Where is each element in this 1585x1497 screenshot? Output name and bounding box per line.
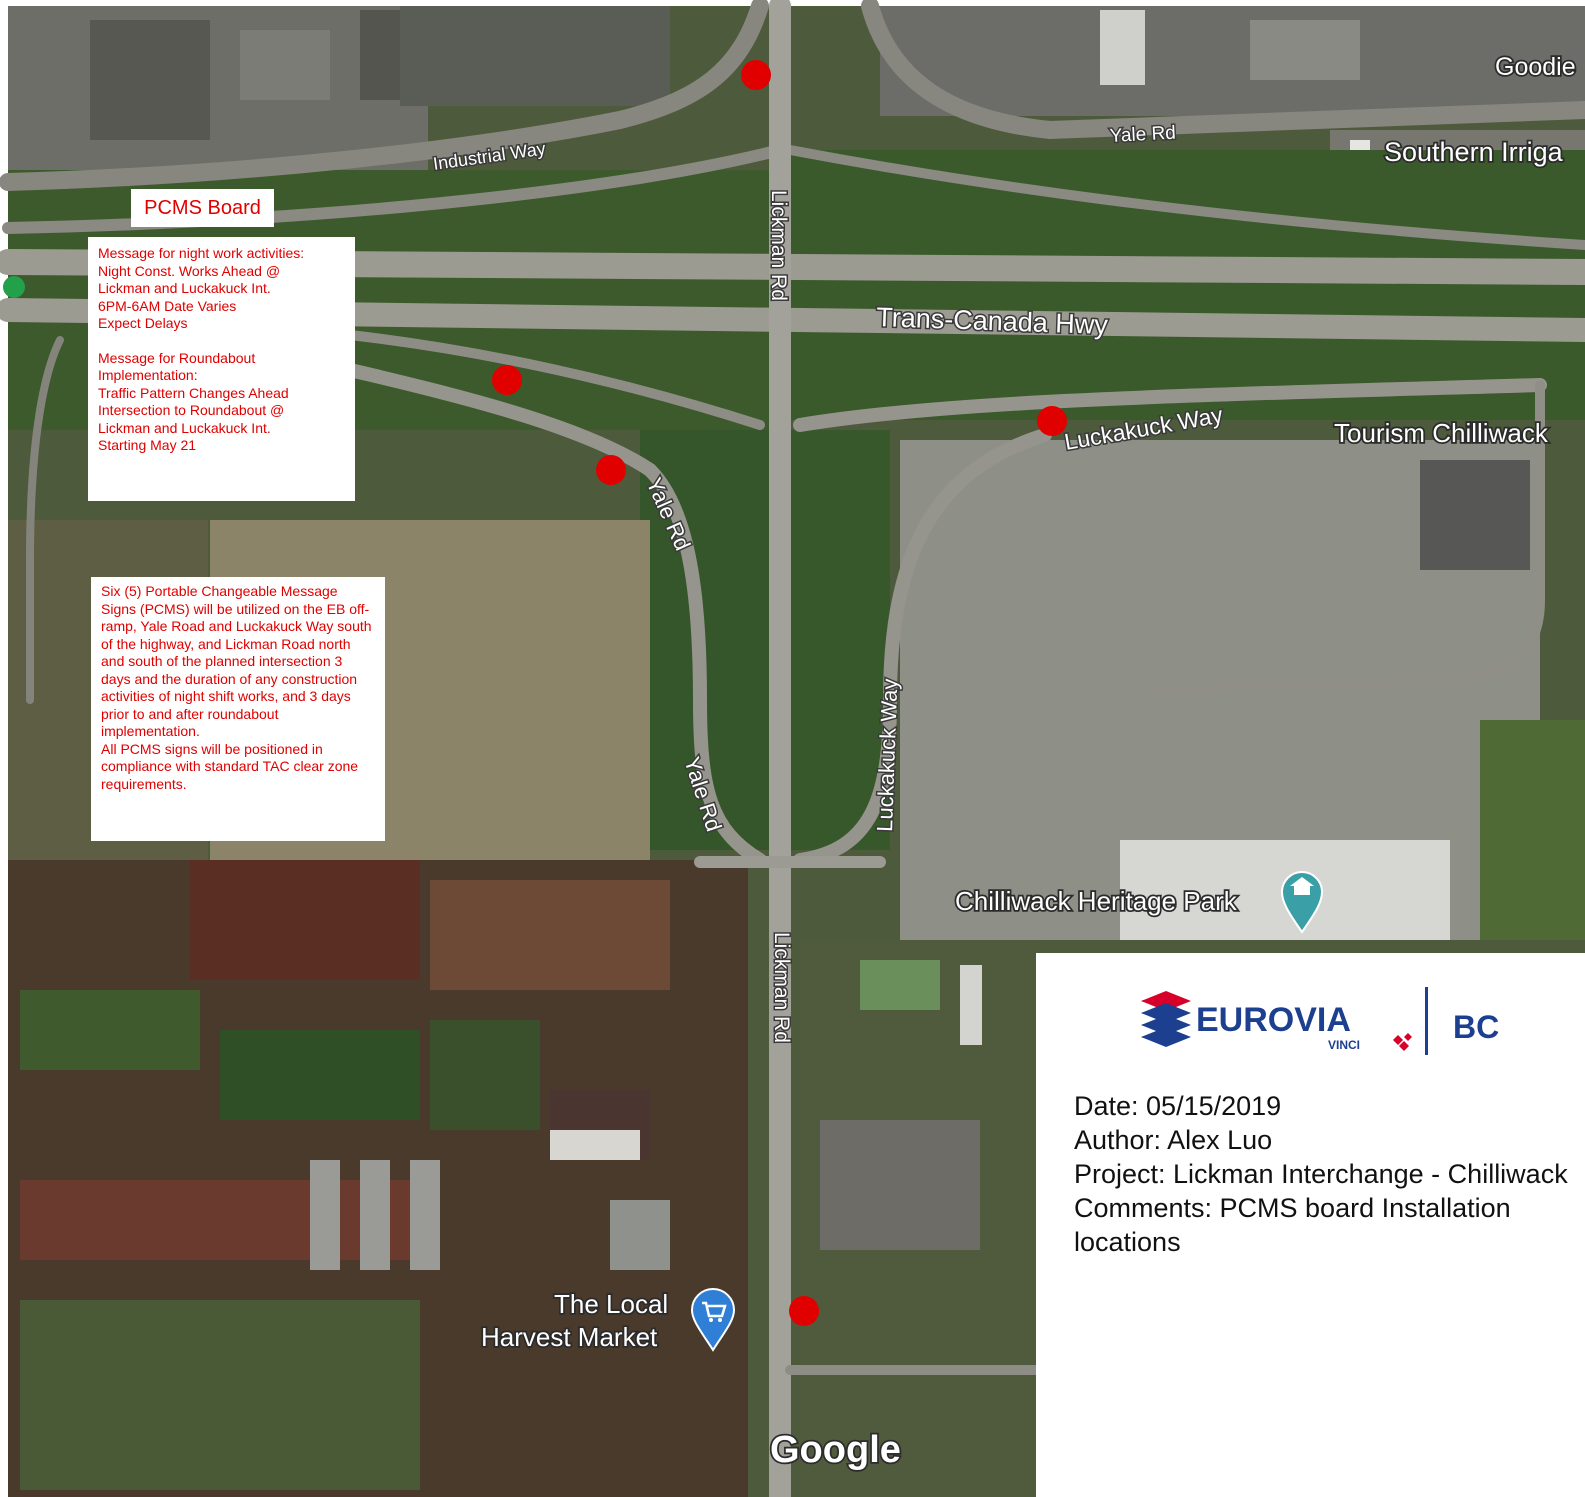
se-lot-paved [820,1120,980,1250]
lot-building [1420,460,1530,570]
pcms-description: Six (5) Portable Changeable Message Sign… [101,583,372,792]
industrial-way [0,0,769,191]
building [240,30,330,100]
roundabout-message: Message for Roundabout Implementation: T… [98,349,289,454]
place-label-local-harvest-line2: Harvest Market [481,1322,658,1352]
google-attribution: Google [770,1429,901,1471]
green-marker-icon [3,276,25,298]
off-ramp [345,330,765,430]
industrial-area-n [400,6,670,106]
eurovia-logo: EUROVIA VINCI BC [1141,987,1499,1055]
night-work-message: Message for night work activities: Night… [98,245,305,331]
pcms-marker[interactable] [492,365,522,395]
pcms-markers [492,60,1067,1326]
farm-row [20,1180,420,1260]
building [90,20,210,140]
greenhouse [360,1160,390,1270]
shopping-cart-pin-icon[interactable] [690,1288,736,1352]
logo-brand: EUROVIA [1196,1001,1351,1039]
road-label-lickman-rd-south: Lickman Rd [770,932,793,1043]
info-panel: EUROVIA VINCI BC Date: 05/15/2019 Author… [1036,953,1585,1497]
vinci-mark-icon [1393,1033,1412,1051]
road-label-yale-rd-north: Yale Rd [1109,123,1176,147]
building [1100,10,1145,85]
grass-area [790,150,1585,420]
yale-rd [343,363,767,867]
map-frame [0,0,8,1497]
farm-row [20,1300,420,1490]
logo-sub: VINCI [1328,1038,1360,1052]
farm-row [430,880,670,990]
pcms-message-note: Message for night work activities: Night… [88,237,355,501]
se-building [960,965,982,1045]
pcms-description-note: Six (5) Portable Changeable Message Sign… [91,577,385,841]
pcms-marker[interactable] [789,1296,819,1326]
pcms-board-title: PCMS Board [131,189,274,227]
place-label-tourism-chilliwack: Tourism Chilliwack [1334,418,1549,448]
pcms-marker[interactable] [741,60,771,90]
luckakuck-way-south [793,428,1052,867]
west-frontage [26,336,64,704]
farm-row [220,1030,420,1120]
grass-wedge [790,430,890,850]
pcms-marker[interactable] [1037,406,1067,436]
industrial-area-nw [8,6,428,176]
logo-divider [1425,987,1428,1055]
place-label-local-harvest-line1: The Local [554,1289,668,1319]
industrial-area-ne [880,6,1585,116]
east-ramp [785,145,1585,250]
greenhouse [310,1160,340,1270]
se-building [860,960,940,1010]
info-comments: Comments: PCMS board Installation locati… [1074,1193,1511,1257]
farm-row [20,990,200,1070]
road-label-luckakuck-way-south: Luckakuck Way [872,678,902,832]
pcms-marker[interactable] [596,455,626,485]
place-label-heritage-park: Chilliwack Heritage Park [955,886,1238,916]
place-label-southern-irriga: Southern Irriga [1384,137,1564,167]
eurovia-stack-icon [1141,991,1191,1047]
greenhouse [610,1200,670,1270]
farm-building [550,1130,640,1160]
map-frame-top [0,0,1585,6]
greenhouse [410,1160,440,1270]
luckakuck-way [793,378,1547,432]
farm-row [430,1020,540,1130]
building [1250,20,1360,80]
yale-rd-north [861,0,1585,140]
info-date: Date: 05/15/2019 [1074,1091,1282,1121]
info-text: Date: 05/15/2019 Author: Alex Luo Projec… [1074,1089,1574,1259]
lot-grass [1480,720,1585,940]
logo-region: BC [1453,1009,1499,1045]
info-project: Project: Lickman Interchange - Chilliwac… [1074,1159,1568,1189]
lot-loop-road [1145,380,1545,695]
farm-row [190,860,420,980]
road-label-lickman-rd-north: Lickman Rd [767,190,790,301]
place-label-goodie: Goodie [1495,53,1576,81]
info-author: Author: Alex Luo [1074,1125,1273,1155]
park-pin-icon[interactable] [1280,871,1324,934]
